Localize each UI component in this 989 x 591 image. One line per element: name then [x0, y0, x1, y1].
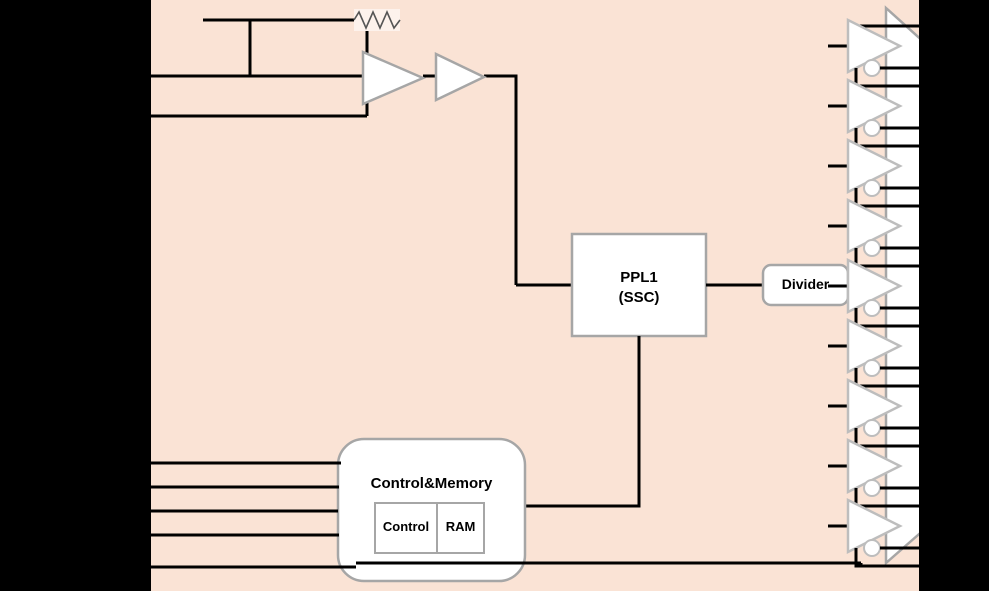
buffer-inverting-bubble-4	[863, 239, 881, 257]
buffer-inverting-bubble-8	[863, 479, 881, 497]
crystal-oscillator-amp	[361, 50, 427, 106]
block-diagram-canvas: PPL1 (SSC) Divider Control&Memory Contro…	[151, 0, 919, 591]
buffer-lower-rail-9	[854, 548, 919, 568]
buffer-triangle-1[interactable]	[846, 17, 903, 75]
differential-output-buffer-4[interactable]	[828, 197, 919, 268]
buffer-triangle-7[interactable]	[846, 377, 903, 435]
buffer-triangle-2[interactable]	[846, 77, 903, 135]
control-to-pll-wire	[525, 336, 641, 508]
amp2-output-wire	[484, 74, 518, 285]
buffer-triangle-5[interactable]	[846, 257, 903, 315]
buffer-inverting-bubble-1	[863, 59, 881, 77]
ram-sub-block[interactable]	[436, 502, 485, 554]
buffer-inverting-bubble-6	[863, 359, 881, 377]
buffer-triangle-8[interactable]	[846, 437, 903, 495]
oscillator-input-wires	[151, 74, 367, 118]
oscillator-buffer-amp	[434, 52, 487, 102]
buffer-triangle-4[interactable]	[846, 197, 903, 255]
buffer-inverting-bubble-5	[863, 299, 881, 317]
output-buffer-bank	[828, 17, 919, 568]
control-input-wires	[151, 461, 356, 569]
pll-block[interactable]	[570, 232, 708, 338]
buffer-triangle-3[interactable]	[846, 137, 903, 195]
resistor-zigzag-icon	[353, 10, 401, 30]
differential-output-buffer-3[interactable]	[828, 137, 919, 208]
diagram-svg	[151, 5, 919, 583]
buffer-inverting-bubble-7	[863, 419, 881, 437]
buffer-inverting-bubble-3	[863, 179, 881, 197]
feedback-left-wire	[204, 18, 252, 76]
control-sub-block[interactable]	[374, 502, 438, 554]
buffer-triangle-9[interactable]	[846, 497, 903, 555]
buffer-inverting-bubble-9	[863, 539, 881, 557]
differential-output-buffer-9[interactable]	[828, 497, 919, 568]
amp-wires	[250, 74, 572, 287]
buffer-triangle-6[interactable]	[846, 317, 903, 375]
differential-output-buffer-8[interactable]	[828, 437, 919, 508]
buffer-inverting-bubble-2	[863, 119, 881, 137]
